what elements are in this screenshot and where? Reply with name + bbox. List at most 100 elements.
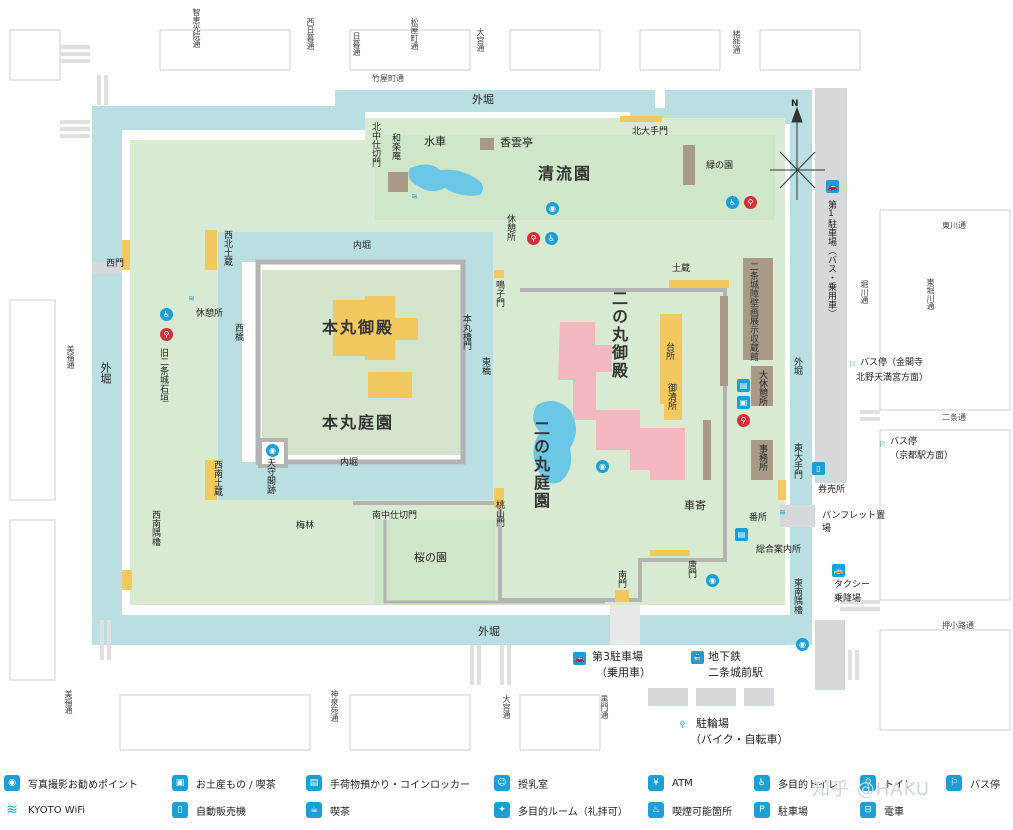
west-bridge-label: 西橋 xyxy=(233,323,243,341)
street-omiya-south: 大宮通 xyxy=(502,695,511,719)
nursing-icon: ☺ xyxy=(494,775,510,791)
street-inokuma: 猪熊通 xyxy=(732,30,741,54)
bus-stop-1-sub-label: 北野天満宮方面） xyxy=(856,373,929,383)
parking-icon: 🚗 xyxy=(826,180,839,193)
tenshu-site-label: 天守閣跡 xyxy=(265,458,275,494)
exhibition-hall-label: 二条城障壁画展示収蔵館 xyxy=(748,262,758,361)
legend-item-accessible-toilet: ♿多目的トイレ xyxy=(754,775,838,791)
bus-stop-1-label: バス停（金閣寺 xyxy=(860,358,924,368)
camera-icon[interactable]: ◉ xyxy=(266,444,279,457)
momoyama-gate-label: 桃山門 xyxy=(494,500,504,527)
seiryuen-label: 清流園 xyxy=(538,164,593,183)
parking-3-sub-label: （乗用車） xyxy=(596,666,651,679)
atm-icon: ¥ xyxy=(648,775,664,791)
seihoku-dozo-label: 西北土蔵 xyxy=(222,230,232,266)
legend-item-locker: ▤手荷物預かり・コインロッカー xyxy=(306,775,470,791)
wifi-icon: ≋ xyxy=(779,508,786,517)
train-icon: ⊟ xyxy=(860,802,876,818)
waraku-an-label: 和楽庵 xyxy=(390,133,400,160)
bus-stop-icon: ⚐ xyxy=(878,440,887,449)
higashi-ote-gate-label: 東大手門 xyxy=(792,443,802,479)
sakura-garden-label: 桜の園 xyxy=(414,551,447,564)
legend-item-prayer-room: ✦多目的ルーム（礼拝可） xyxy=(494,802,628,818)
street-higashikawa: 東川通 xyxy=(942,221,966,230)
outer-moat-north-label: 外堀 xyxy=(472,93,494,106)
south-gate-label: 南門 xyxy=(616,570,626,588)
ninomaru-garden-label: 二の丸庭園 xyxy=(531,420,550,510)
office-label: 事務所 xyxy=(757,444,767,471)
parking-icon: P xyxy=(754,802,770,818)
tea-icon: ☕ xyxy=(306,802,322,818)
bus-stop-icon: ⚐ xyxy=(848,360,857,369)
street-shinsen: 神泉苑通 xyxy=(330,690,339,722)
horikawa-road xyxy=(815,88,847,483)
osenjo-label: 御清所 xyxy=(666,383,676,410)
locker-icon: ▤ xyxy=(306,775,322,791)
wifi-icon: ≋ xyxy=(6,802,18,818)
legend-item-gift: ▣お土産もの / 喫茶 xyxy=(172,775,276,791)
taxi-icon: 🚕 xyxy=(832,564,845,577)
parking-1-label: 第1駐車場（バス・乗用車） xyxy=(826,200,836,318)
street-chie: 智恵光院通 xyxy=(192,8,201,48)
kouuntei-label: 香雲亭 xyxy=(500,136,533,149)
east-bridge-label: 東橋 xyxy=(480,357,490,375)
street-omiya-north: 大宮通 xyxy=(476,28,485,52)
karamon-label: 唐門 xyxy=(686,560,696,578)
inner-moat-south-label: 内堀 xyxy=(340,458,359,468)
kitanaka-gate-label: 北中仕切門 xyxy=(370,122,380,167)
subway-station-label: 二条城前駅 xyxy=(708,666,763,679)
map-legend: ◉写真撮影お勧めポイント ▣お土産もの / 喫茶 ▤手荷物預かり・コインロッカー… xyxy=(0,765,1013,830)
camera-icon[interactable]: ◉ xyxy=(796,638,809,651)
street-nijo: 二条通 xyxy=(942,413,966,422)
pamphlet-label: パンフレット置場 xyxy=(822,511,886,534)
kurumayose-label: 車寄 xyxy=(684,499,706,512)
ninomaru-pond xyxy=(533,401,576,484)
castle-map: 外堀 外堀 外堀 外堀 北中仕切門 和楽庵 水車 香雲亭 清流園 北大手門 緑の… xyxy=(9,8,1011,751)
seinan-dozo-label: 西南土蔵 xyxy=(212,460,222,496)
legend-item-toilet: ⚲トイレ xyxy=(860,775,914,791)
street-oshikoji: 押小路通 xyxy=(942,621,974,630)
rest-area-center-label: 休憩所 xyxy=(505,214,515,241)
street-matsuya: 松屋町通 xyxy=(410,18,419,50)
outer-moat-east-label: 外堀 xyxy=(792,357,802,375)
info-center-label: 総合案内所 xyxy=(756,545,802,555)
legend-item-camera: ◉写真撮影お勧めポイント xyxy=(4,775,138,791)
camera-icon[interactable]: ◉ xyxy=(706,574,719,587)
honmaru-palace xyxy=(333,296,418,360)
outer-moat-south-label: 外堀 xyxy=(478,625,500,638)
honmaru-palace-label: 本丸御殿 xyxy=(322,318,395,337)
suisha-label: 水車 xyxy=(424,135,446,148)
parking-3-label: 第3駐車場 xyxy=(592,650,643,663)
street-takeya: 竹屋町通 xyxy=(372,74,404,83)
seinan-turret-label: 西南隅櫓 xyxy=(150,510,160,546)
bus-stop-2-sub-label: （京都駅方面） xyxy=(890,451,954,461)
camera-icon[interactable]: ◉ xyxy=(596,460,609,473)
inner-moat-north-label: 内堀 xyxy=(353,241,372,251)
locker-icon: ▤ xyxy=(735,528,748,541)
camera-icon[interactable]: ◉ xyxy=(546,202,559,215)
legend-item-bus-stop: ⚐バス停 xyxy=(946,775,1000,791)
legend-item-wifi: ≋KYOTO WiFi xyxy=(4,802,85,818)
taxi-label: タクシー xyxy=(834,580,871,590)
parking-icon: 🚗 xyxy=(573,652,586,665)
bicycle-icon: ⚲ xyxy=(679,720,686,729)
wifi-icon: ≋ xyxy=(411,192,418,201)
kitchen-label: 台所 xyxy=(664,342,674,360)
toilet-icon: ⚲ xyxy=(527,232,540,245)
guard-house-label: 番所 xyxy=(749,513,768,523)
bike-parking-sub-label: （バイク・自転車） xyxy=(690,733,789,746)
watermark: 知乎 @HAKU xyxy=(812,779,931,800)
plum-grove-label: 梅林 xyxy=(296,521,315,531)
honmaru-yagura-gate-label: 本丸櫓門 xyxy=(461,314,471,350)
exhibition-hall xyxy=(743,258,773,360)
street-kuromon: 黒門通 xyxy=(600,695,609,719)
dozo-label: 土蔵 xyxy=(672,264,691,274)
street-higurashi: 日暮通 xyxy=(352,32,361,56)
toilet-icon: ⚲ xyxy=(744,196,757,209)
old-nijo-wall-label: 旧二条城石垣 xyxy=(158,348,168,402)
bus-stop-2-label: バス停 xyxy=(890,437,918,447)
accessible-toilet-icon: ♿ xyxy=(160,308,173,321)
street-horikawa: 堀川通 xyxy=(860,280,869,304)
street-mifuku-west: 美福通 xyxy=(66,345,75,369)
